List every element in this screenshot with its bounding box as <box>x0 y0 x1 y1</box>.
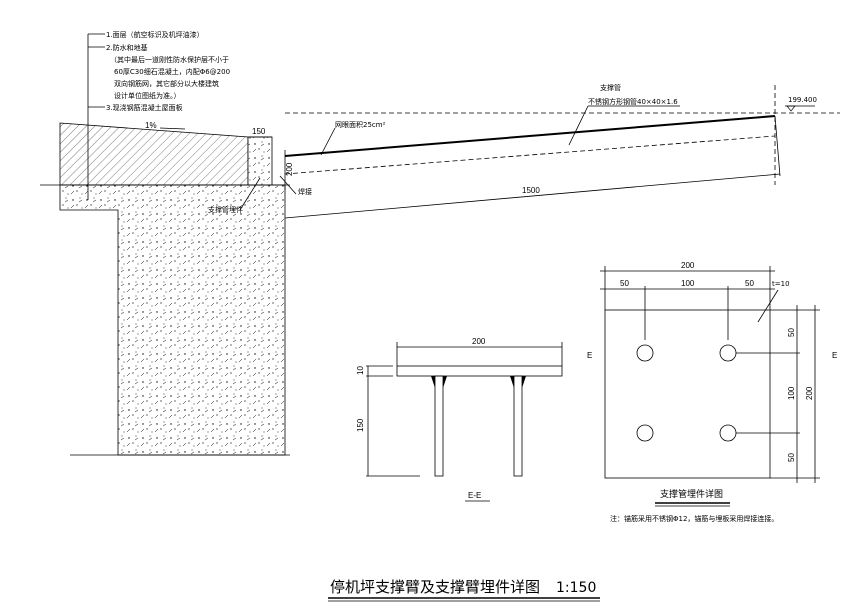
anchor-hole <box>719 344 737 362</box>
pipe-label: 支撑管 <box>600 83 621 92</box>
elevation-marker-icon <box>786 105 796 112</box>
drawing-title-block: 停机坪支撑臂及支撑臂埋件详图 1:150 <box>328 578 600 602</box>
roof-section: 1.面层（航空标识及机坪油漆） 2.防水和地基 （其中最后一道刚性防水保护层不小… <box>40 30 312 456</box>
ee-section: 200 10 150 E-E <box>356 337 563 502</box>
layer-3-label: 3.现浇钢筋混凝土屋面板 <box>106 103 183 112</box>
detail-note: 注：锚筋采用不锈钢Φ12，锚筋与埋板采用焊接连接。 <box>610 514 778 523</box>
detail-title: 支撑管埋件详图 <box>660 488 723 500</box>
embed-plate <box>396 365 563 377</box>
ee-width-dim: 200 <box>472 337 486 346</box>
curb <box>247 136 273 186</box>
curb-width-dim: 150 <box>252 127 266 136</box>
layer-1-label: 1.面层（航空标识及机坪油漆） <box>106 30 204 39</box>
plate-thickness-label: t=10 <box>772 280 790 288</box>
detail-height-dim: 200 <box>805 386 814 400</box>
ee-thickness-dim: 10 <box>356 366 365 375</box>
section-mark-left: E <box>587 351 592 360</box>
detail-dim: 50 <box>787 328 796 337</box>
layer-2-note: （其中最后一道刚性防水保护层不小于 <box>110 55 229 64</box>
anchor-hole <box>636 424 654 442</box>
weld-label: 焊接 <box>298 187 312 196</box>
pipe-spec: 不锈钢方形钢管40×40×1.6 <box>588 97 678 106</box>
detail-dim: 100 <box>681 279 695 288</box>
embed-label: 支撑管埋件 <box>208 205 243 214</box>
detail-dim: 50 <box>787 453 796 462</box>
detail-width-dim: 200 <box>681 261 695 270</box>
plate-outline <box>604 309 771 479</box>
support-arm: 网眼面积25cm² 支撑管 不锈钢方形钢管40×40×1.6 1500 199.… <box>284 83 840 219</box>
detail-dim: 50 <box>620 279 629 288</box>
curb-height-dim: 200 <box>285 162 294 176</box>
slope-label: 1% <box>145 121 157 130</box>
detail-dim: 100 <box>787 386 796 400</box>
length-dim: 1500 <box>522 186 540 195</box>
anchor-hole <box>636 344 654 362</box>
elevation-label: 199.400 <box>788 96 817 104</box>
ee-label: E-E <box>468 491 481 500</box>
anchor-bar <box>513 375 523 477</box>
anchor-hole <box>719 424 737 442</box>
layer-2-label: 2.防水和地基 <box>106 43 148 52</box>
anchor-bar <box>434 375 444 477</box>
plate-detail: 200 50 100 50 t=10 50 100 50 200 E E 支撑管… <box>587 261 837 523</box>
layer-2-note: 60厚C30细石混凝土，内配Φ6@200 <box>114 67 230 76</box>
section-mark-right: E <box>832 351 837 360</box>
detail-dim: 50 <box>745 279 754 288</box>
layer-2-note: 双向钢筋网，其它部分以大楼建筑 <box>114 79 219 88</box>
ee-height-dim: 150 <box>356 418 365 432</box>
drawing-scale: 1:150 <box>556 580 596 596</box>
concrete-structure <box>59 184 286 456</box>
mesh-area-label: 网眼面积25cm² <box>335 120 386 129</box>
layer-2-note: 设计单位图纸为准。） <box>114 91 181 100</box>
drawing-title: 停机坪支撑臂及支撑臂埋件详图 <box>330 578 540 596</box>
